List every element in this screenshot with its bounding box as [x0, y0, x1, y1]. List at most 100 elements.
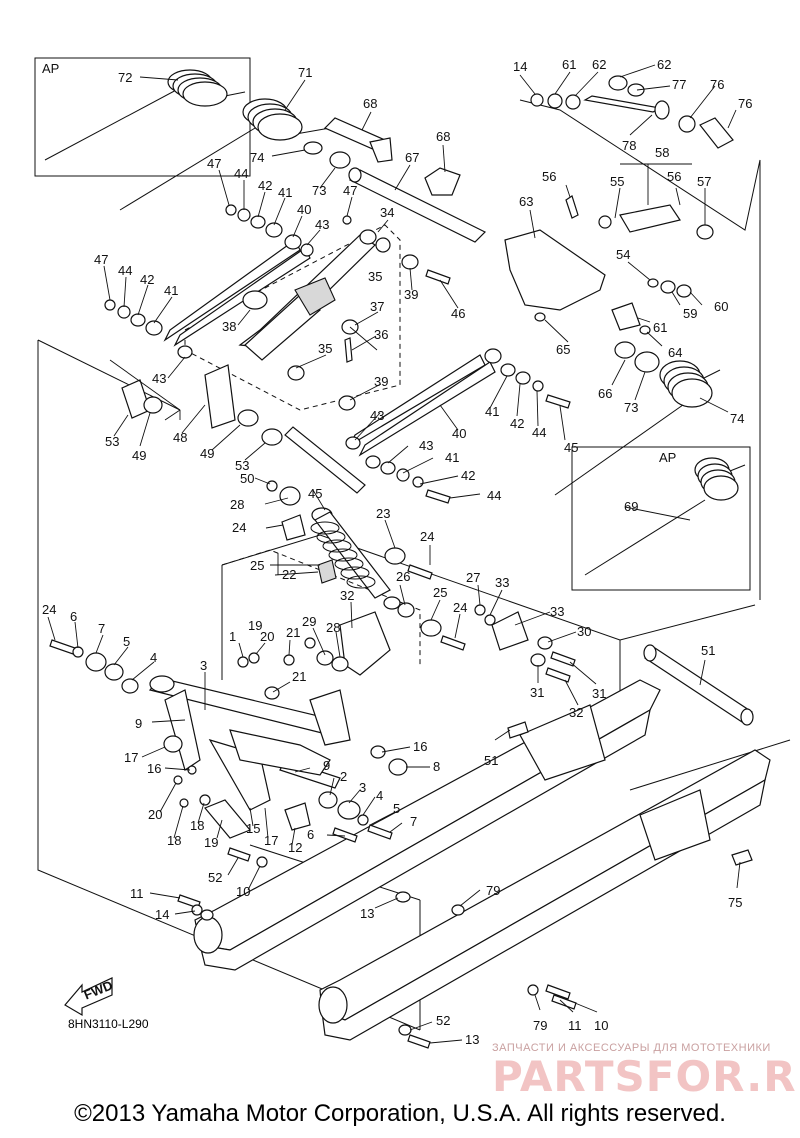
callout-6: 24	[42, 602, 56, 617]
callout-70: 69	[624, 499, 638, 514]
shaft-75	[643, 644, 754, 726]
callout-43: 43	[315, 217, 329, 232]
callout-4: 5	[123, 634, 130, 649]
callout-13: 14	[155, 907, 169, 922]
callout-46: 46	[451, 306, 465, 321]
callout-44: 44	[532, 425, 546, 440]
watermark-tagline: ЗАПЧАСТИ И АКСЕССУАРЫ ДЛЯ МОТОТЕХНИКИ	[492, 1042, 771, 1054]
front-arm-1	[148, 675, 351, 811]
callout-42: 42	[140, 272, 154, 287]
callout-25: 24	[232, 520, 246, 535]
callout-77: 62	[657, 57, 671, 72]
rail-bracket-left	[519, 704, 606, 781]
callout-21: 21	[286, 625, 300, 640]
callout-49: 49	[200, 446, 214, 461]
watermark-logo: PARTSFOR.RU	[492, 1052, 800, 1101]
callout-5: 4	[376, 788, 383, 803]
callout-7: 6	[70, 609, 77, 624]
callout-26: 24	[420, 529, 434, 544]
callout-52: 10	[594, 1018, 608, 1033]
callout-51: 79	[486, 883, 500, 898]
callout-78: 76	[738, 96, 752, 111]
callout-79: 75	[728, 895, 742, 910]
callout-13: 52	[436, 1013, 450, 1028]
callout-28: 50	[240, 471, 254, 486]
callout-37: 37	[370, 299, 384, 314]
rod-50	[284, 426, 366, 494]
callout-53: 53	[235, 458, 249, 473]
callout-76: 77	[672, 77, 686, 92]
assembly-frames	[37, 99, 791, 1031]
callout-16: 12	[288, 840, 302, 855]
callout-47: 47	[94, 252, 108, 267]
callout-39: 39	[404, 287, 418, 302]
collar-68-lower	[424, 167, 461, 196]
callout-34: 34	[380, 205, 394, 220]
callout-31: 31	[530, 685, 544, 700]
callout-68: 68	[363, 96, 377, 111]
callout-59: 54	[616, 247, 630, 262]
callout-21: 19	[248, 618, 262, 633]
callout-73: 73	[312, 183, 326, 198]
callout-17: 15	[246, 821, 260, 836]
bracket-54	[504, 229, 606, 311]
callout-62: 61	[562, 57, 576, 72]
spring-72	[44, 69, 246, 161]
copyright-notice: ©2013 Yamaha Motor Corporation, U.S.A. A…	[74, 1100, 726, 1127]
callout-42: 42	[258, 178, 272, 193]
callout-32: 31	[592, 686, 606, 701]
callout-41: 41	[278, 185, 292, 200]
figure-code: 8HN3110-L290	[68, 1017, 149, 1031]
callout-53: 53	[105, 434, 119, 449]
shaft-58	[583, 95, 670, 120]
callout-27: 24	[453, 600, 467, 615]
callout-12: 17	[264, 833, 278, 848]
callout-24: 23	[376, 506, 390, 521]
callout-5: 7	[98, 621, 105, 636]
callout-25: 26	[396, 569, 410, 584]
callout-35: 35	[368, 269, 382, 284]
inset-label-right: AP	[659, 450, 676, 465]
callout-43: 43	[370, 408, 384, 423]
spring-71	[119, 98, 331, 211]
shock-rear	[310, 507, 401, 610]
callout-11: 79	[533, 1018, 547, 1033]
callout-31: 30	[577, 624, 591, 639]
callout-43: 43	[152, 371, 166, 386]
callout-49: 49	[132, 448, 146, 463]
callout-32: 32	[569, 705, 583, 720]
callout-44: 42	[461, 468, 475, 483]
callout-74: 74	[250, 150, 264, 165]
callout-69: 74	[730, 411, 744, 426]
callout-76: 76	[710, 77, 724, 92]
callout-2: 9	[323, 758, 330, 773]
callout-74: 73	[624, 400, 638, 415]
callout-71: 71	[298, 65, 312, 80]
callout-20: 1	[229, 629, 236, 644]
callout-56: 55	[610, 174, 624, 189]
leader-lines	[47, 64, 741, 1044]
callout-61: 60	[714, 299, 728, 314]
callout-22: 25	[250, 558, 264, 573]
callout-55: 58	[655, 145, 669, 160]
rail-right	[318, 749, 771, 1041]
callout-75: 51	[701, 643, 715, 658]
callout-24: 28	[230, 497, 244, 512]
callout-28: 29	[302, 614, 316, 629]
bracket-48	[204, 364, 236, 429]
callout-56: 57	[697, 174, 711, 189]
callout-36: 36	[374, 327, 388, 342]
callout-11: 10	[236, 884, 250, 899]
callout-40: 40	[452, 426, 466, 441]
shock-38	[242, 277, 336, 361]
callout-17: 9	[135, 716, 142, 731]
callout-44: 44	[234, 166, 248, 181]
shaft-67	[348, 167, 487, 243]
callout-10: 52	[208, 870, 222, 885]
callout-labels: 72 71 68 68 67 74 73 47 44 42 41 40 43 4…	[42, 57, 752, 1047]
callout-67: 67	[405, 150, 419, 165]
callout-62: 62	[592, 57, 606, 72]
callout-1: 3	[200, 658, 207, 673]
callout-57: 56	[667, 169, 681, 184]
